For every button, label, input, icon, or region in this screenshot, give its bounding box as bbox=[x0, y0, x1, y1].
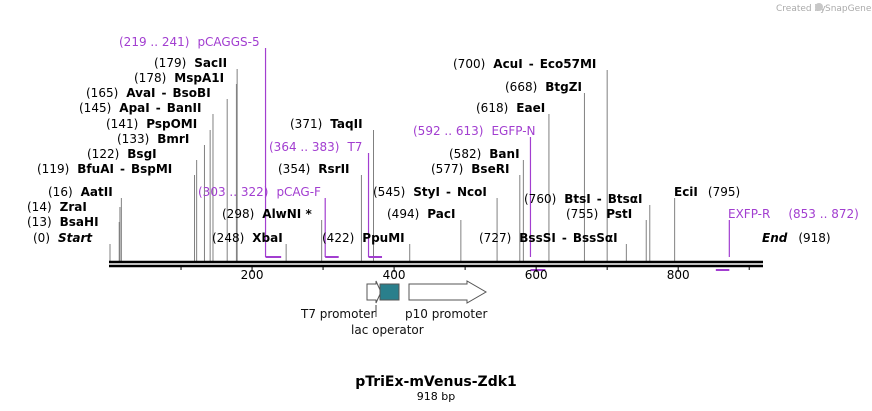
site-label-bseri: (577)BseRI bbox=[431, 162, 509, 176]
site-label-sacii: (179)SacII bbox=[154, 56, 227, 70]
start-name: Start bbox=[58, 231, 93, 245]
t7-promoter-arrow[interactable] bbox=[366, 280, 382, 304]
snapgene-logo-icon bbox=[815, 3, 823, 11]
site-label-taqii: (371)TaqII bbox=[290, 117, 363, 131]
site-lines bbox=[109, 69, 676, 261]
site-label-zrai: (14)ZraI bbox=[27, 200, 87, 214]
site-label-bmri: (133)BmrI bbox=[117, 132, 189, 146]
site-label-pspomi: (141)PspOMI bbox=[106, 117, 197, 131]
primer-lines bbox=[264, 48, 730, 271]
axis-tick-label-200: 200 bbox=[241, 268, 264, 282]
site-label-rsrii: (354)RsrII bbox=[278, 162, 350, 176]
site-label-bsgi: (122)BsgI bbox=[87, 147, 157, 161]
t7-promoter-label: T7 promoter bbox=[300, 307, 376, 321]
site-label-mspa1i: (178)MspA1I bbox=[134, 71, 224, 85]
site-label-avai: (165)AvaI-BsoBI bbox=[86, 86, 211, 100]
brand-name: SnapGene bbox=[825, 4, 872, 14]
site-label-psti: (755)PstI bbox=[566, 207, 632, 221]
end-name: End bbox=[762, 231, 788, 245]
site-label-eaei: (618)EaeI bbox=[476, 101, 545, 115]
site-label-apai: (145)ApaI-BanII bbox=[79, 101, 201, 115]
p10-promoter-arrow[interactable] bbox=[408, 280, 487, 304]
site-label-styi: (545)StyI-NcoI bbox=[373, 185, 487, 199]
axis: 200 400 600 800 bbox=[180, 266, 750, 282]
end-position: (918) bbox=[798, 231, 830, 245]
p10-promoter-label: p10 promoter bbox=[405, 307, 487, 321]
backbone bbox=[109, 260, 763, 268]
site-label-alwni: (298)AlwNI * bbox=[222, 207, 312, 221]
site-label-acui: (700)AcuI-Eco57MI bbox=[453, 57, 596, 71]
primer-label-pcag-f: (303 .. 322)pCAG-F bbox=[198, 185, 321, 199]
site-label-btgzi: (668)BtgZI bbox=[505, 80, 582, 94]
end-label: End (918) bbox=[762, 231, 831, 245]
primer-label-t7: (364 .. 383)T7 bbox=[269, 140, 362, 154]
plasmid-name: pTriEx-mVenus-Zdk1 bbox=[355, 374, 517, 390]
site-label-btsi: (760)BtsI-BtsαI bbox=[524, 192, 643, 206]
primer-label-pcaggs-5: (219 .. 241)pCAGGS-5 bbox=[119, 35, 260, 49]
features: T7 promoter lac operator p10 promoter bbox=[300, 280, 487, 337]
site-label-ppumi: (422)PpuMI bbox=[322, 231, 405, 245]
axis-tick-label-600: 600 bbox=[525, 268, 548, 282]
site-label-bsahi: (13)BsaHI bbox=[27, 215, 99, 229]
plasmid-length: 918 bp bbox=[417, 390, 455, 403]
start-position: (0) bbox=[33, 231, 50, 245]
site-labels: (0) Start End (918) (13)BsaHI (14)ZraI (16… bbox=[27, 56, 831, 245]
site-label-aatii: (16)AatII bbox=[48, 185, 113, 199]
primer-label-egfp-n: (592 .. 613)EGFP-N bbox=[413, 124, 536, 138]
site-label-paci: (494)PacI bbox=[387, 207, 455, 221]
brand-created-by: Created by bbox=[776, 4, 826, 14]
primer-label-exfp-r: EXFP-R(853 .. 872) bbox=[728, 207, 859, 221]
primer-labels: (219 .. 241)pCAGGS-5 (303 .. 322)pCAG-F … bbox=[119, 35, 859, 221]
lac-operator-label: lac operator bbox=[351, 323, 424, 337]
axis-tick-label-800: 800 bbox=[667, 268, 690, 282]
site-label-bani: (582)BanI bbox=[449, 147, 520, 161]
axis-tick-label-400: 400 bbox=[383, 268, 406, 282]
site-label-bsssi: (727)BssSI-BssSαI bbox=[479, 231, 618, 245]
start-label: (0) Start bbox=[33, 231, 93, 245]
site-label-ecii: EciI(795) bbox=[674, 185, 740, 199]
site-label-xbai: (248)XbaI bbox=[212, 231, 283, 245]
site-label-bfuai: (119)BfuAI-BspMI bbox=[37, 162, 172, 176]
lac-operator-box[interactable] bbox=[379, 283, 400, 301]
